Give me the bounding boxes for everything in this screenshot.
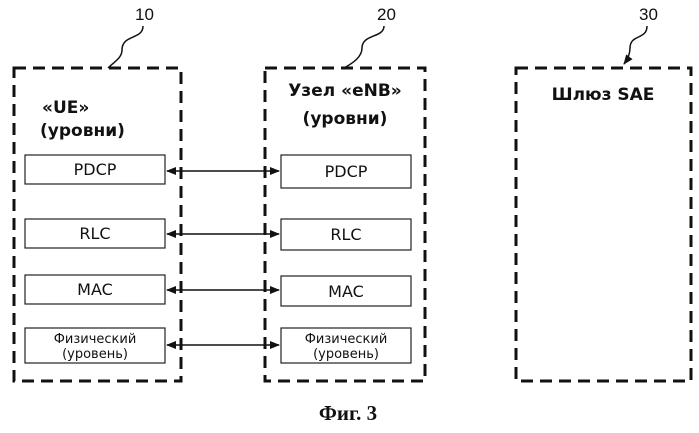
enb-rlc-label: RLC xyxy=(330,225,361,244)
ue-rlc-label: RLC xyxy=(79,224,110,243)
enb-mac-label: MAC xyxy=(328,282,364,301)
enb-title-line2: (уровни) xyxy=(303,109,388,129)
enb-phy-label-line2: (уровень) xyxy=(313,347,379,362)
ref-number-gateway: 30 xyxy=(639,5,658,24)
enb-phy-label-line1: Физический xyxy=(305,332,388,347)
ue-stack: «UE» (уровни) PDCP RLC MAC Физический (у… xyxy=(14,68,181,381)
ref-number-enb: 20 xyxy=(377,5,396,24)
gateway-box-group: Шлюз SAE xyxy=(516,68,691,381)
leader-line-ue xyxy=(108,26,143,68)
gateway-dashed-box xyxy=(516,68,691,381)
enb-stack: Узел «eNB» (уровни) PDCP RLC MAC Физичес… xyxy=(265,68,425,381)
enb-pdcp-label: PDCP xyxy=(325,162,368,181)
ref-number-ue: 10 xyxy=(135,5,154,24)
ue-title-line2: (уровни) xyxy=(40,121,125,141)
gateway-title: Шлюз SAE xyxy=(552,85,655,105)
leader-line-enb xyxy=(344,26,384,68)
ue-title-line1: «UE» xyxy=(42,98,89,118)
ue-phy-label-line2: (уровень) xyxy=(62,347,128,362)
ue-mac-label: MAC xyxy=(77,280,113,299)
leader-line-gateway xyxy=(624,26,647,64)
ue-pdcp-label: PDCP xyxy=(74,160,117,179)
enb-title-line1: Узел «eNB» xyxy=(288,81,402,101)
figure-caption: Фиг. 3 xyxy=(319,401,377,425)
ue-phy-label-line1: Физический xyxy=(54,332,137,347)
